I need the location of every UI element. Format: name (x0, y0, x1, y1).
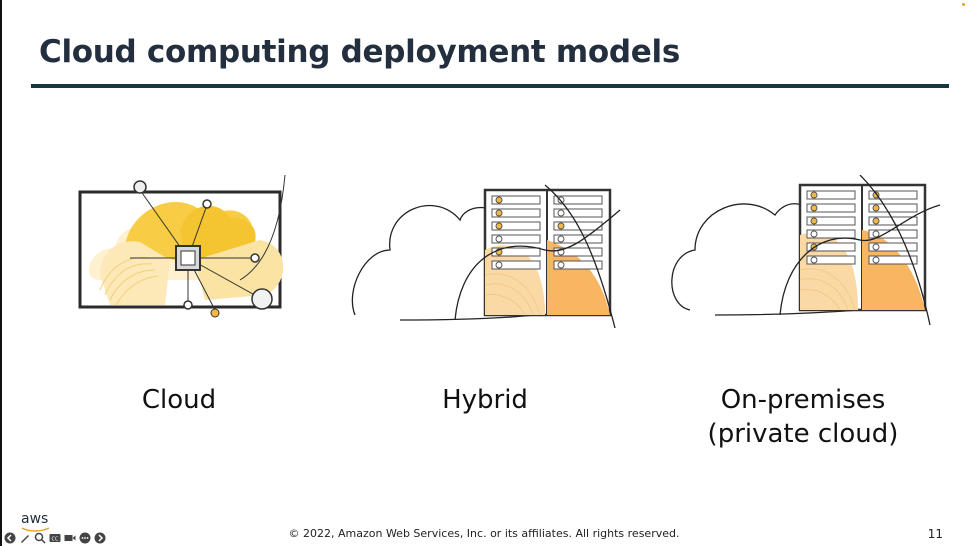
page-number: 11 (927, 527, 943, 541)
label-on-premises-line2: (private cloud) (707, 419, 899, 449)
copyright-footer: © 2022, Amazon Web Services, Inc. or its… (288, 527, 680, 540)
aws-logo: aws (21, 511, 49, 527)
title-divider (31, 84, 949, 88)
label-on-premises-line1: On-premises (720, 385, 886, 415)
on-premises-server-illustration (671, 175, 941, 326)
captions-icon[interactable]: CC (49, 532, 61, 544)
more-icon[interactable] (79, 532, 91, 544)
corner-indicator (962, 3, 965, 6)
presentation-controls: CC (4, 532, 106, 544)
slide-border (0, 0, 2, 546)
next-icon[interactable] (94, 532, 106, 544)
pen-icon[interactable] (19, 532, 31, 544)
label-hybrid: Hybrid (442, 385, 528, 415)
aws-smile-icon (21, 527, 50, 532)
previous-icon[interactable] (4, 532, 16, 544)
svg-text:CC: CC (52, 537, 59, 543)
label-cloud: Cloud (141, 385, 217, 415)
zoom-icon[interactable] (34, 532, 46, 544)
label-on-premises: On-premises (private cloud) (673, 383, 933, 451)
cloud-chip-illustration (78, 174, 286, 318)
slide-title: Cloud computing deployment models (39, 34, 680, 70)
hybrid-cloud-server-illustration (351, 184, 621, 329)
video-icon[interactable] (64, 532, 76, 544)
